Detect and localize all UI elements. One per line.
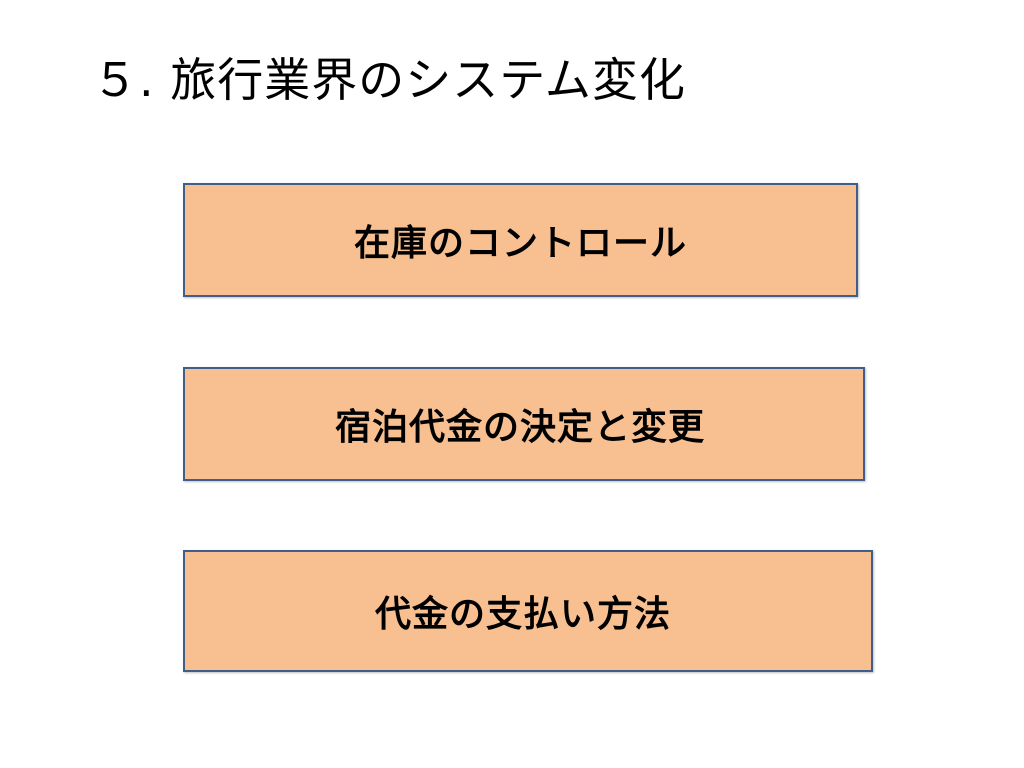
topic-label: 代金の支払い方法 xyxy=(374,594,671,635)
topic-label: 宿泊代金の決定と変更 xyxy=(334,407,705,448)
topic-label: 在庫のコントロール xyxy=(353,223,687,264)
topic-box-payment-method: 代金の支払い方法 xyxy=(183,550,873,672)
topic-box-inventory-control: 在庫のコントロール xyxy=(183,183,858,297)
slide-title: ５. 旅行業界のシステム変化 xyxy=(92,53,686,107)
topic-box-room-rate: 宿泊代金の決定と変更 xyxy=(183,367,865,481)
